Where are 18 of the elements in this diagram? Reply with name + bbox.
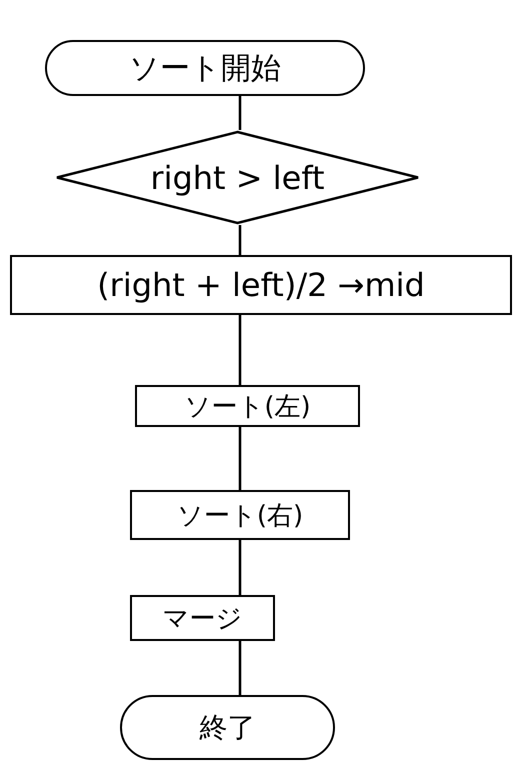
connector-line [238,427,242,490]
connector-line [238,315,242,385]
process-box [130,490,350,540]
node-text: (right + left)/2 →mid [97,266,425,304]
node-text: マージ [162,602,242,636]
process-box [135,385,360,427]
node-text: right > left [150,158,325,196]
connector-line [238,96,242,130]
node-text: 終了 [200,710,256,746]
connector-line [238,540,242,595]
process-box [130,595,275,641]
connector-line [238,225,242,255]
connector-line [238,641,242,695]
node-text: ソート(左) [184,390,311,424]
node-text: ソート(右) [176,500,304,532]
decision-diamond [55,130,420,225]
process-box [10,255,512,315]
node-text: ソート開始 [129,50,281,88]
